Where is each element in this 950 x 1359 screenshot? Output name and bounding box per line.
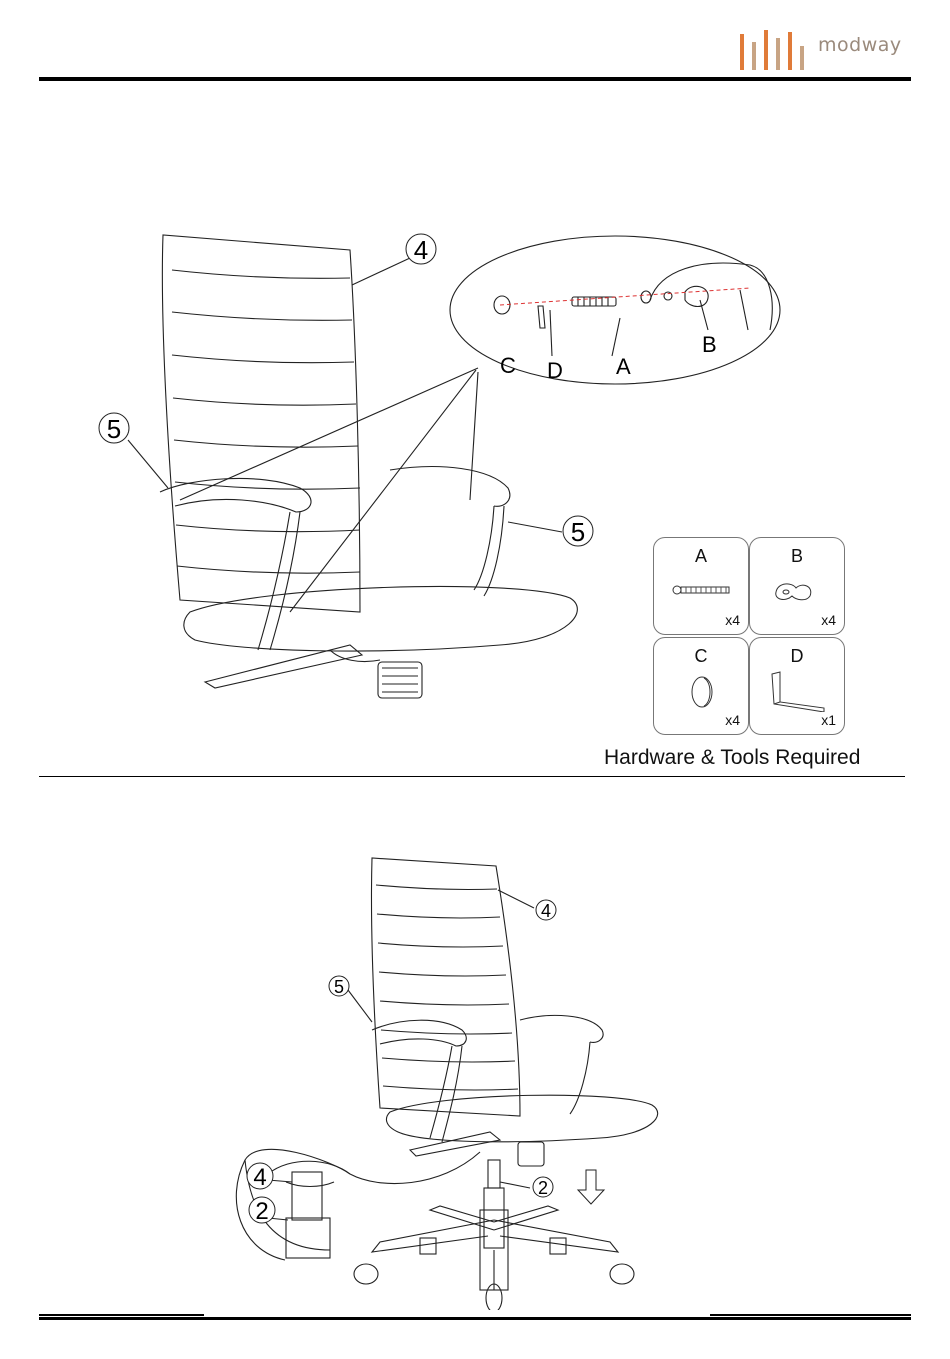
detail-callout-4: 4 — [247, 1163, 273, 1191]
callout-gas-lift-2: 2 — [533, 1177, 553, 1198]
hardware-qty: x4 — [725, 612, 740, 628]
hardware-qty: x1 — [821, 712, 836, 728]
bolt-icon — [672, 582, 732, 598]
callout-arm-right-label: 5 — [571, 517, 585, 547]
detail-label-bottom: 2 — [255, 1198, 268, 1225]
hardware-qty: x4 — [725, 712, 740, 728]
detail-label-c: C — [500, 353, 516, 378]
callout-arm-right-5: 5 — [563, 516, 593, 547]
hardware-card-c: C x4 — [653, 637, 749, 735]
detail-label-d: D — [547, 358, 563, 383]
callout-gas-lift-label: 2 — [538, 1178, 548, 1198]
footer-rule — [39, 1317, 911, 1320]
hardware-letter: B — [750, 546, 844, 567]
washer-icon — [772, 578, 816, 604]
section-divider — [39, 776, 905, 777]
detail-label-b: B — [702, 332, 717, 357]
hardware-card-a: A x4 — [653, 537, 749, 635]
down-arrow-icon — [578, 1170, 604, 1204]
detail-callout-2: 2 — [249, 1197, 275, 1225]
callout-back-4: 4 — [536, 900, 556, 921]
callout-arm-5: 5 — [329, 976, 349, 997]
hardware-card-d: D x1 — [749, 637, 845, 735]
footer-rule-accent-right — [710, 1314, 911, 1316]
cap-icon — [688, 674, 716, 710]
hardware-caption: Hardware & Tools Required — [604, 746, 860, 770]
hardware-letter: A — [654, 546, 748, 567]
callout-arm-left-5: 5 — [99, 413, 129, 444]
callout-back-4: 4 — [406, 234, 436, 265]
callout-back-label: 4 — [541, 901, 551, 921]
hardware-letter: C — [654, 646, 748, 667]
allen-key-icon — [766, 668, 830, 712]
hardware-letter: D — [750, 646, 844, 667]
detail-label-a: A — [616, 354, 631, 379]
hardware-card-b: B x4 — [749, 537, 845, 635]
callout-back-label: 4 — [414, 235, 428, 265]
footer-rule-accent-left — [39, 1314, 204, 1316]
step2-illustration: 4 5 2 4 2 — [0, 790, 950, 1310]
callout-arm-left-label: 5 — [107, 414, 121, 444]
hardware-qty: x4 — [821, 612, 836, 628]
callout-arm-label: 5 — [334, 977, 344, 997]
detail-label-top: 4 — [253, 1164, 266, 1191]
